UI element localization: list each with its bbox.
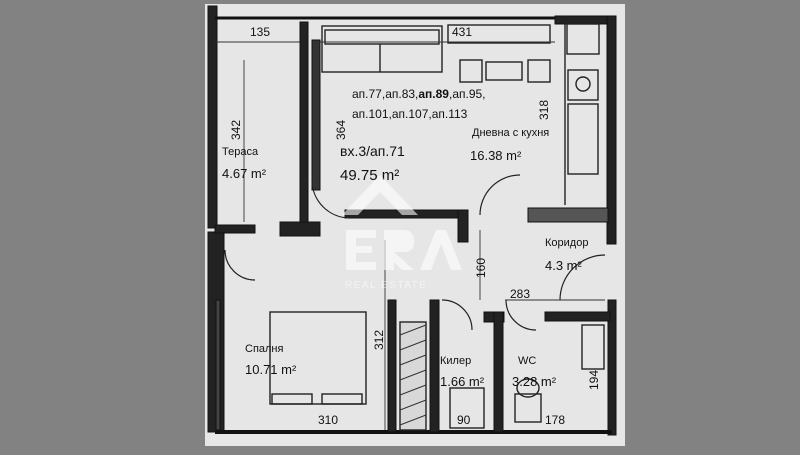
shower bbox=[581, 324, 605, 370]
pillow-2 bbox=[321, 393, 363, 405]
apartment-references: ап.77,ап.83,ап.89,ап.95, ап.101,ап.107,а… bbox=[340, 87, 486, 184]
room-name-bedroom: Спалня bbox=[245, 343, 284, 355]
wall-terrace-living bbox=[299, 21, 309, 223]
dim-194: 194 bbox=[587, 370, 601, 390]
chair-1 bbox=[459, 59, 483, 83]
dim-178: 178 bbox=[545, 413, 565, 427]
entrance-apartment-label: вх.3/ап.71 bbox=[340, 143, 405, 159]
dim-90: 90 bbox=[457, 413, 471, 427]
wall-wc-top bbox=[544, 311, 611, 322]
kitchen-unit bbox=[567, 103, 599, 175]
dim-318: 318 bbox=[537, 100, 551, 120]
room-area-bedroom: 10.71 m² bbox=[245, 362, 297, 377]
room-area-closet: 1.66 m² bbox=[440, 374, 485, 389]
wall-left-terrace bbox=[207, 5, 218, 229]
room-area-corridor: 4.3 m² bbox=[545, 258, 583, 273]
wall-bedroom-window bbox=[215, 299, 221, 431]
door-bedroom-arc bbox=[224, 249, 256, 281]
dim-364: 364 bbox=[334, 120, 348, 140]
dimension-labels: 135 431 342 364 318 160 283 312 90 178 3… bbox=[229, 25, 601, 427]
room-name-terrace: Тераса bbox=[222, 146, 259, 158]
room-area-living-kitchen: 16.38 m² bbox=[470, 148, 522, 163]
door-closet-arc bbox=[441, 299, 473, 331]
wall-mid-left bbox=[214, 224, 256, 234]
wall-mid-post bbox=[457, 209, 469, 243]
wall-terrace-inner bbox=[311, 39, 321, 191]
wall-mid-block bbox=[279, 221, 321, 237]
pillow-1 bbox=[271, 393, 313, 405]
bed bbox=[269, 311, 367, 405]
wall-kitchen-base bbox=[527, 207, 609, 223]
room-name-closet: Килер bbox=[440, 355, 471, 367]
door-entrance-arc bbox=[559, 254, 606, 301]
stove bbox=[567, 69, 599, 101]
dim-135: 135 bbox=[250, 25, 270, 39]
sofa-back bbox=[324, 29, 440, 45]
wall-top-right bbox=[554, 15, 616, 25]
room-name-living-kitchen: Дневна с кухня bbox=[472, 127, 549, 139]
chair-2 bbox=[527, 59, 551, 83]
toilet bbox=[514, 393, 542, 423]
doors bbox=[224, 174, 606, 331]
dim-310: 310 bbox=[318, 413, 338, 427]
dim-342: 342 bbox=[229, 120, 243, 140]
wall-bedroom-right bbox=[387, 299, 397, 433]
room-labels: Тераса 4.67 m² Дневна с кухня 16.38 m² К… bbox=[222, 127, 588, 389]
wardrobe-hatches bbox=[399, 324, 427, 426]
room-area-terrace: 4.67 m² bbox=[222, 166, 267, 181]
room-name-wc: WC bbox=[518, 355, 536, 367]
wall-right-upper bbox=[606, 15, 617, 245]
dim-283: 283 bbox=[510, 287, 530, 301]
toilet-bowl bbox=[516, 378, 540, 398]
era-logo-icon bbox=[342, 175, 462, 270]
fridge bbox=[566, 23, 600, 55]
dim-431: 431 bbox=[452, 25, 472, 39]
wall-closet-left bbox=[429, 299, 440, 433]
room-area-wc: 3.28 m² bbox=[512, 374, 557, 389]
dim-312: 312 bbox=[372, 330, 386, 350]
dim-160: 160 bbox=[474, 258, 488, 278]
dimension-lines bbox=[215, 41, 605, 430]
stove-burner bbox=[575, 76, 591, 92]
counter-top bbox=[447, 24, 551, 44]
wall-wc-left bbox=[493, 311, 504, 433]
furniture bbox=[269, 20, 605, 431]
room-name-corridor: Коридор bbox=[545, 237, 588, 249]
wardrobe bbox=[399, 321, 427, 431]
door-living-terrace-arc bbox=[311, 179, 351, 219]
table bbox=[485, 61, 523, 81]
door-living-corridor-arc bbox=[479, 174, 521, 216]
sofa bbox=[321, 25, 443, 73]
wall-right-lower bbox=[607, 299, 617, 436]
apartment-ref-line1: ап.77,ап.83,ап.89,ап.95, bbox=[352, 87, 486, 101]
door-wc-arc bbox=[505, 299, 537, 331]
era-subtitle: REAL ESTATE bbox=[345, 280, 427, 291]
total-area-label: 49.75 m² bbox=[340, 167, 399, 184]
apartment-ref-line2: ап.101,ап.107,ап.113 bbox=[352, 107, 468, 121]
water-heater bbox=[449, 387, 485, 429]
era-watermark: REAL ESTATE bbox=[342, 175, 462, 291]
